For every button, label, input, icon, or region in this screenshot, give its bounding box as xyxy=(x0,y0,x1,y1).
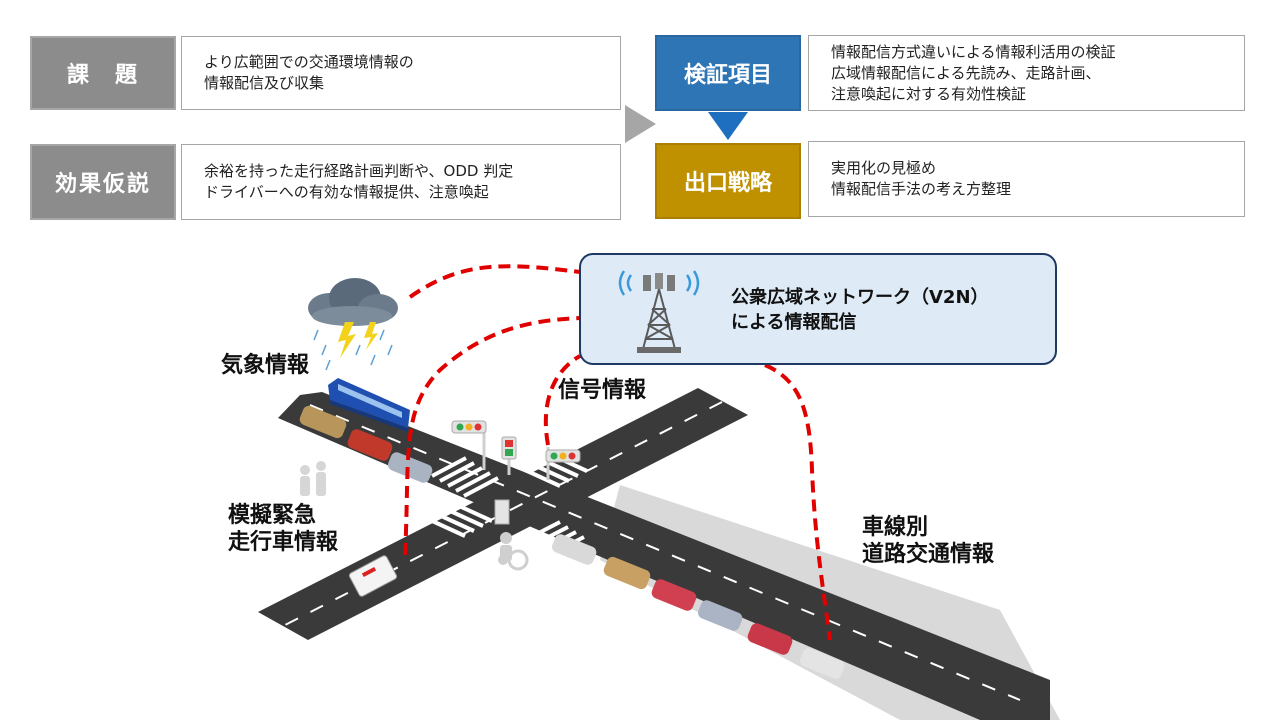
car-white-2 xyxy=(800,648,845,679)
verification-line: 広域情報配信による先読み、走路計画、 xyxy=(831,63,1101,82)
hypothesis-label: 効果仮説 xyxy=(30,144,176,220)
link-lane-traffic xyxy=(764,363,832,641)
v2n-network-box: 公衆広域ネットワーク（V2N） による情報配信 xyxy=(579,253,1057,365)
v2n-links xyxy=(403,264,832,641)
wheelchair-user-icon xyxy=(498,532,529,571)
crosswalk-north xyxy=(431,456,499,498)
exit-strategy-line: 情報配信手法の考え方整理 xyxy=(831,180,1012,198)
car-red-3 xyxy=(747,623,793,655)
issue-line: より広範囲での交通環境情報の xyxy=(204,53,414,71)
issue-box: より広範囲での交通環境情報の 情報配信及び収集 xyxy=(181,36,621,110)
network-line: による情報配信 xyxy=(731,312,857,333)
car-red-2 xyxy=(651,579,697,611)
car-silver-2 xyxy=(698,600,743,631)
pedestrian-signal xyxy=(501,436,517,475)
hypothesis-box: 余裕を持った走行経路計画判断や、ODD 判定 ドライバーへの有効な情報提供、注意… xyxy=(181,144,621,220)
issue-line: 情報配信及び収集 xyxy=(204,74,325,92)
hypothesis-line: ドライバーへの有効な情報提供、注意喚起 xyxy=(204,183,489,201)
bus xyxy=(328,378,410,432)
exit-strategy-line: 実用化の見極め xyxy=(831,159,937,177)
hypothesis-line: 余裕を持った走行経路計画判断や、ODD 判定 xyxy=(204,162,514,180)
network-line: 公衆広域ネットワーク（V2N） xyxy=(731,287,989,308)
ambulance xyxy=(348,555,398,597)
verification-label: 検証項目 xyxy=(655,35,801,111)
storm-cloud-icon xyxy=(308,278,398,371)
cell-tower-icon xyxy=(618,270,700,353)
pedestrian-group-icon xyxy=(300,461,326,496)
traffic-signal-left xyxy=(451,420,487,470)
right-arrow-icon xyxy=(625,105,656,143)
traffic-signal-right xyxy=(545,447,581,480)
signal-info-label: 信号情報 xyxy=(558,378,647,403)
weather-info-label: 気象情報 xyxy=(221,353,310,378)
car-gold-2 xyxy=(603,556,651,590)
exit-strategy-label: 出口戦略 xyxy=(655,143,801,219)
link-emergency xyxy=(403,316,581,556)
issue-label: 課 題 xyxy=(30,36,176,110)
emergency-vehicle-info-label: 模擬緊急 走行車情報 xyxy=(228,503,339,555)
down-arrow-icon xyxy=(708,112,748,140)
signal-controller-box xyxy=(494,499,510,525)
car-red-1 xyxy=(347,429,393,461)
crosswalk-west xyxy=(429,503,493,538)
verification-box: 情報配信方式違いによる情報利活用の検証 広域情報配信による先読み、走路計画、 注… xyxy=(808,35,1245,111)
exit-strategy-box: 実用化の見極め 情報配信手法の考え方整理 xyxy=(808,141,1245,217)
car-white-1 xyxy=(552,534,597,565)
car-silver-1 xyxy=(388,452,433,483)
lane-traffic-info-label: 車線別 道路交通情報 xyxy=(862,515,995,567)
link-weather xyxy=(408,264,581,299)
verification-line: 情報配信方式違いによる情報利活用の検証 xyxy=(831,42,1116,61)
car-gold-1 xyxy=(299,405,347,439)
verification-line: 注意喚起に対する有効性検証 xyxy=(831,84,1027,103)
